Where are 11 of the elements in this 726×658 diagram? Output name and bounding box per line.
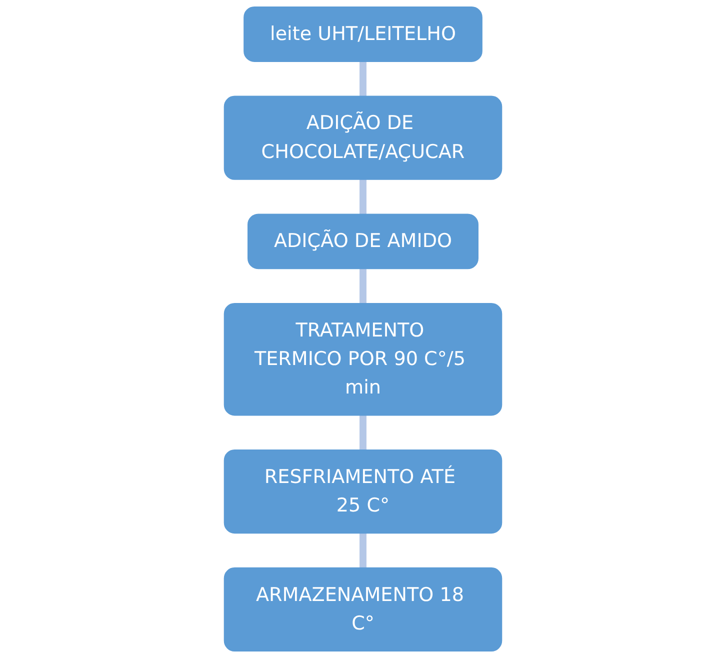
node-box: ADIÇÃO DE AMIDO — [248, 214, 478, 270]
node-box: leite UHT/LEITELHO — [244, 6, 482, 62]
node-box: TRATAMENTO TERMICO POR 90 C°/5 min — [224, 303, 502, 416]
node-box: ARMAZENAMENTO 18 C° — [224, 567, 502, 652]
connector — [360, 178, 366, 215]
connector — [360, 268, 366, 304]
node-box: RESFRIAMENTO ATÉ 25 C° — [224, 450, 502, 534]
connector — [360, 414, 366, 451]
connector — [360, 60, 366, 97]
node-box: ADIÇÃO DE CHOCOLATE/AÇUCAR — [224, 96, 502, 180]
connector — [360, 532, 366, 568]
